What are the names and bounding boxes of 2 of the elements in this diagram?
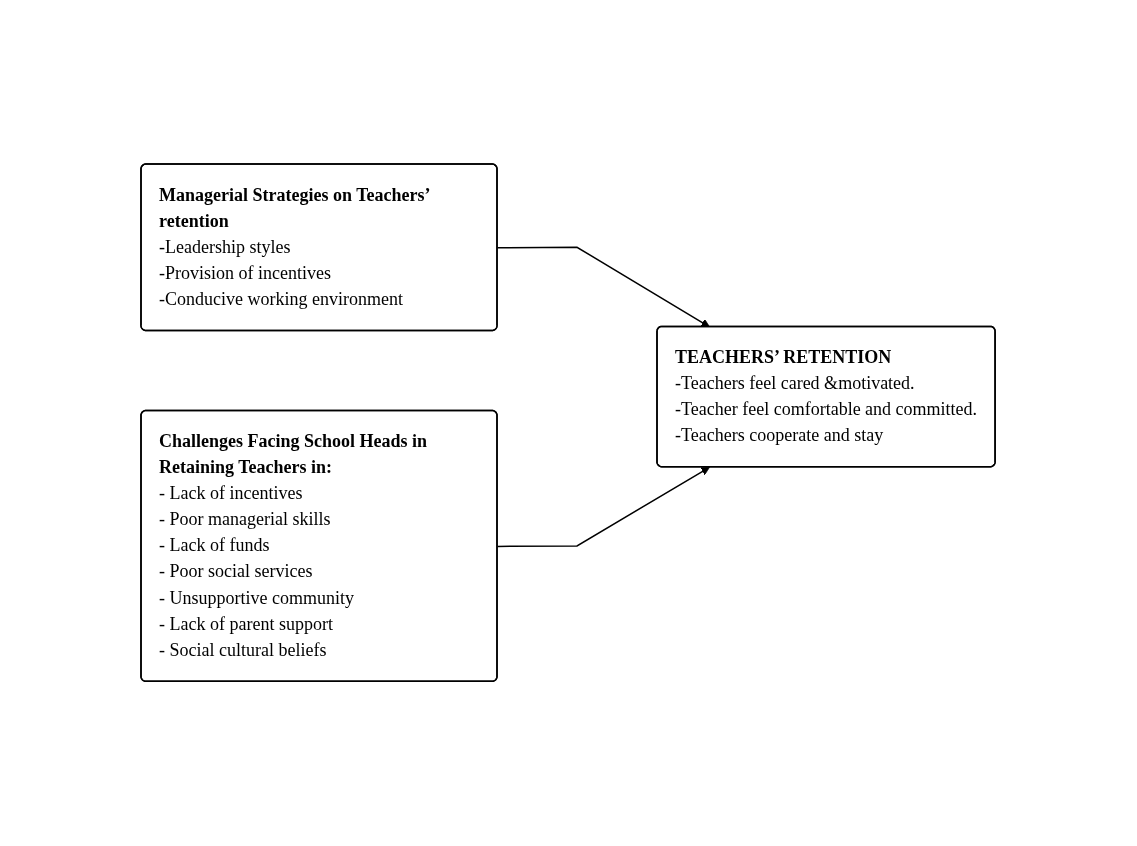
arrow — [497, 467, 711, 548]
arrow — [497, 246, 711, 328]
